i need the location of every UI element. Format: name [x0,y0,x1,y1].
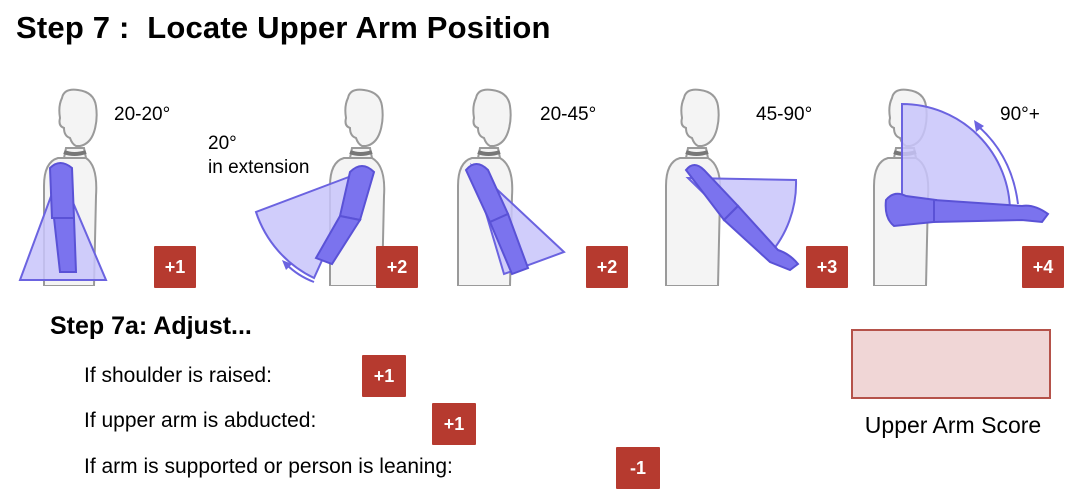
figure-position-5 [873,88,1050,286]
score-badge: +2 [376,246,418,288]
angle-label: 20° in extension [208,133,310,178]
upper-arm-icon [684,164,740,222]
angle-label: 45-90° [756,104,813,125]
adjust-score-badge: +1 [432,403,476,445]
adjust-score-badge: +1 [362,355,406,397]
upper-arm-icon [884,192,938,228]
forearm-icon [52,217,78,273]
figure-position-1 [18,88,108,286]
head-icon [344,88,384,147]
adjust-score-badge: -1 [616,447,660,489]
page-title: Step 7 : Locate Upper Arm Position [16,10,551,45]
head-icon [58,88,98,147]
angle-label: 90°+ [1000,104,1040,125]
forearm-icon [314,214,362,266]
score-badge: +3 [806,246,848,288]
angle-label: 20-20° [114,104,171,125]
score-badge: +4 [1022,246,1064,288]
adjust-label: If arm is supported or person is leaning… [84,455,453,478]
forearm-icon [722,204,800,272]
upper-arm-icon [48,162,76,219]
adjust-title: Step 7a: Adjust... [50,312,252,340]
arrow-icon [977,125,1019,205]
figure-position-4 [665,88,800,286]
forearm-icon [488,212,530,276]
score-badge: +1 [154,246,196,288]
upper-arm-icon [338,165,376,222]
upper-arm-score-box[interactable] [851,329,1051,399]
range-arc-icon [901,102,1012,213]
score-badge: +2 [586,246,628,288]
upper-arm-score-label: Upper Arm Score [864,412,1042,438]
figure-position-3 [457,88,566,286]
adjust-label: If shoulder is raised: [84,364,272,387]
head-icon [472,88,512,147]
angle-label: 20-45° [540,104,597,125]
upper-arm-icon [464,163,510,224]
head-icon [680,88,720,147]
range-arc-icon [254,170,364,280]
forearm-icon [933,198,1050,224]
figure-position-2 [254,88,386,286]
adjust-label: If upper arm is abducted: [84,409,317,432]
